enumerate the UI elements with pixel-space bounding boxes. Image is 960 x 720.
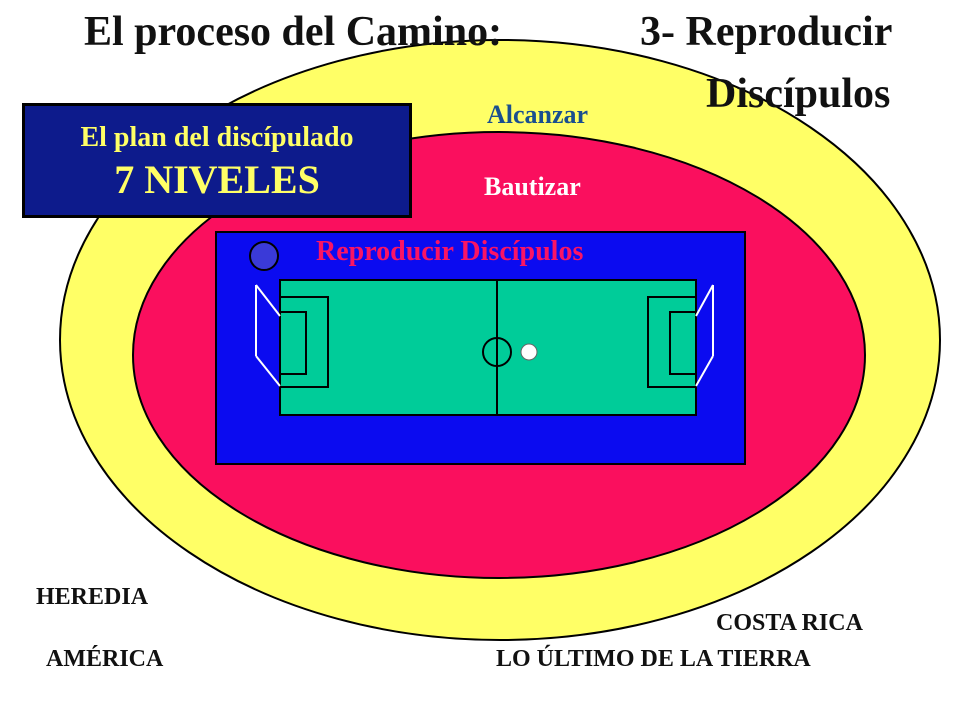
field-pitch [279, 279, 697, 416]
label-lo-ultimo-de-la-tierra: LO ÚLTIMO DE LA TIERRA [496, 646, 811, 672]
label-costa-rica: COSTA RICA [716, 610, 863, 636]
page-subtitle-line2: Discípulos [706, 71, 891, 117]
right-goal-net [695, 284, 714, 387]
label-heredia: HEREDIA [36, 584, 149, 610]
page-title: El proceso del Camino: [84, 9, 503, 55]
field-right-goal-area [669, 311, 697, 375]
left-goal-net [255, 284, 281, 387]
label-bautizar: Bautizar [484, 172, 581, 201]
plan-box-title: El plan del discípulado [80, 122, 354, 153]
label-reproducir-discipulos: Reproducir Discípulos [316, 236, 584, 267]
label-america: AMÉRICA [46, 646, 164, 672]
soccer-field [279, 279, 697, 416]
ball-icon [520, 343, 538, 361]
plan-box: El plan del discípulado 7 NIVELES [22, 103, 412, 218]
label-alcanzar: Alcanzar [487, 100, 589, 129]
page-subtitle-line1: 3- Reproducir [640, 9, 893, 55]
plan-box-levels: 7 NIVELES [114, 157, 320, 202]
player-icon [249, 241, 279, 271]
field-left-goal-area [279, 311, 307, 375]
field-center-circle [482, 337, 512, 367]
